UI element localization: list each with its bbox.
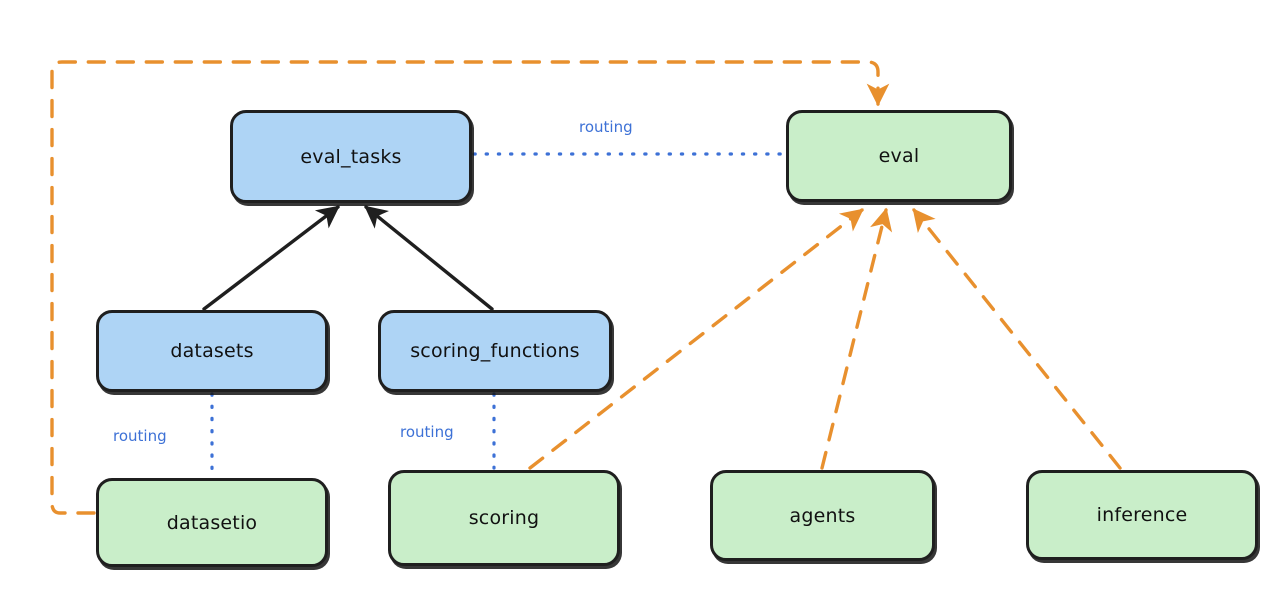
edge-label-routing-scoring-functions-scoring: routing [400, 423, 454, 441]
edge-datasets-to-eval-tasks [202, 205, 340, 311]
node-eval-tasks-label: eval_tasks [300, 145, 402, 168]
edge-agents-to-eval [820, 207, 893, 470]
edge-scoring-functions-to-eval-tasks [364, 205, 494, 311]
node-datasets-label: datasets [170, 340, 254, 362]
edge-inference-to-eval [912, 208, 1122, 470]
node-scoring-label: scoring [468, 507, 540, 529]
node-inference[interactable]: inference [1026, 470, 1258, 560]
node-datasetio[interactable]: datasetio [96, 478, 328, 567]
edge-label-routing-datasets-datasetio: routing [113, 427, 167, 445]
node-datasetio-label: datasetio [166, 511, 258, 534]
node-eval-tasks[interactable]: eval_tasks [230, 110, 472, 203]
edge-label-routing-eval-tasks-eval: routing [579, 118, 633, 136]
node-scoring[interactable]: scoring [388, 470, 620, 566]
node-agents[interactable]: agents [710, 470, 935, 561]
node-eval[interactable]: eval [786, 110, 1012, 202]
node-datasets[interactable]: datasets [96, 310, 328, 392]
node-inference-label: inference [1096, 504, 1188, 526]
node-agents-label: agents [789, 504, 856, 527]
edge-scoring-to-eval [528, 208, 864, 470]
node-scoring-functions-label: scoring_functions [410, 340, 580, 362]
edge-datasetio-to-eval [50, 60, 890, 515]
node-eval-label: eval [878, 145, 920, 167]
node-scoring-functions[interactable]: scoring_functions [378, 310, 612, 392]
